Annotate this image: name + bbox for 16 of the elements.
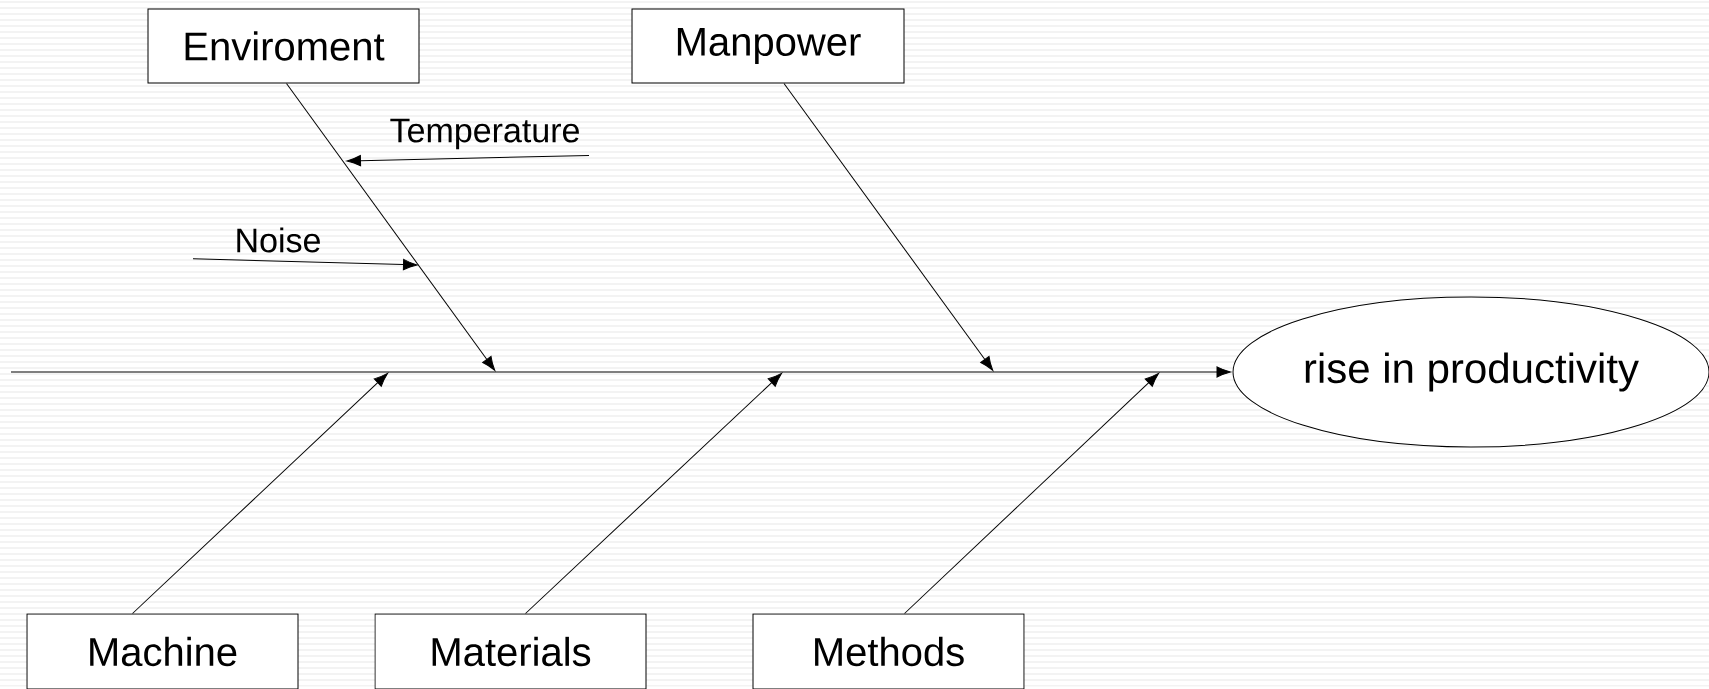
arrow [132,372,388,614]
arrow [10,366,1231,378]
arrow [783,83,994,371]
cause-label: Temperature [390,118,579,150]
cause-label: Noise [237,227,320,253]
cause-box: Methods [752,613,1025,689]
arrow [286,83,496,371]
arrow [346,154,590,167]
node-label: rise in productivity [1305,352,1639,392]
arrow [192,258,418,271]
cause-box: Enviroment [147,8,420,84]
arrow [904,372,1159,614]
cause-box: Materials [374,613,647,689]
cause-box: Manpower [631,8,905,84]
cause-box: Machine [26,613,299,689]
arrow [525,372,782,614]
